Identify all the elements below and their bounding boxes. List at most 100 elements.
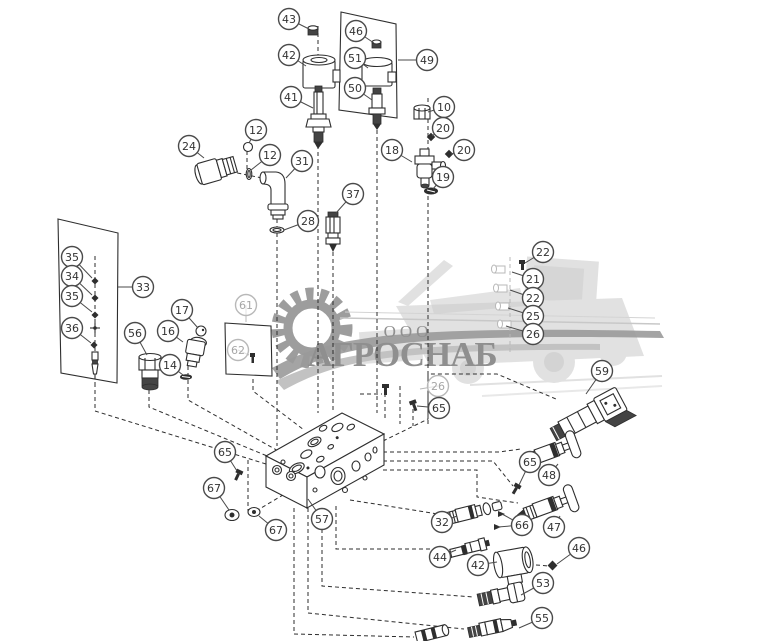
- callout-label: 48: [542, 469, 556, 482]
- callout-35: 35: [60, 284, 93, 313]
- assembly-box-62: [224, 322, 273, 377]
- callout-label: 49: [420, 54, 434, 67]
- callout-label: 21: [526, 273, 540, 286]
- part-ball-12a: [242, 141, 254, 153]
- part-oring-28: [269, 226, 285, 234]
- callout-label: 65: [432, 402, 446, 415]
- part-nut-10: [413, 104, 431, 120]
- callout-label: 59: [595, 365, 609, 378]
- callout-53: 53: [520, 571, 555, 596]
- callout-label: 24: [182, 140, 196, 153]
- callout-65: 65: [416, 396, 451, 420]
- callout-label: 42: [471, 559, 485, 572]
- callout-label: 43: [282, 13, 296, 26]
- watermark-org-name: АГРОСНАБ: [307, 335, 496, 374]
- part-fitting-24: [194, 155, 239, 186]
- callout-label: 33: [136, 281, 150, 294]
- callout-34: 34: [60, 264, 93, 296]
- callout-label: 12: [263, 149, 277, 162]
- callout-46: 46: [344, 19, 375, 44]
- callout-28: 28: [283, 209, 320, 233]
- callout-label: 25: [526, 310, 540, 323]
- callout-label: 19: [436, 171, 450, 184]
- callout-label: 53: [536, 577, 550, 590]
- callout-56: 56: [123, 321, 148, 356]
- callout-22: 22: [524, 240, 555, 264]
- part-oring-14: [180, 374, 192, 380]
- callout-label: 16: [161, 325, 175, 338]
- callout-21: 21: [511, 267, 545, 291]
- callout-label: 61: [239, 299, 253, 312]
- callout-label: 22: [526, 292, 540, 305]
- part-nut-46: [371, 39, 382, 49]
- callout-label: 34: [65, 270, 79, 283]
- callout-12: 12: [244, 118, 268, 144]
- part-valve-41: [305, 85, 332, 149]
- callout-label: 41: [284, 91, 298, 104]
- callout-66: 66: [497, 513, 534, 537]
- callout-label: 47: [547, 521, 561, 534]
- part-nut-46b: [547, 560, 558, 571]
- callout-55: 55: [518, 606, 554, 630]
- callout-label: 35: [65, 251, 79, 264]
- callout-label: 22: [536, 246, 550, 259]
- parts: [90, 25, 637, 641]
- callout-label: 35: [65, 290, 79, 303]
- callout-47: 47: [542, 515, 566, 539]
- part-screw-22: [519, 260, 525, 270]
- callout-50: 50: [343, 76, 373, 101]
- callout-42: 42: [466, 553, 498, 577]
- callout-label: 56: [128, 327, 142, 340]
- callout-22: 22: [509, 286, 545, 310]
- part-cartridge-55: [467, 618, 518, 638]
- callout-label: 67: [269, 524, 283, 537]
- part-screw-65a: [382, 384, 389, 395]
- callout-label: 42: [282, 49, 296, 62]
- callout-label: 31: [295, 155, 309, 168]
- callout-48: 48: [537, 463, 561, 487]
- part-valve-block-57: [264, 412, 386, 509]
- callout-12: 12: [250, 143, 282, 171]
- callout-26: 26: [419, 374, 450, 398]
- callout-19: 19: [431, 165, 455, 190]
- part-washer-20b: [444, 149, 454, 159]
- callout-24: 24: [177, 134, 205, 159]
- callout-43: 43: [277, 7, 310, 31]
- callout-14: 14: [158, 353, 184, 377]
- part-seal-66b: [494, 524, 501, 530]
- callout-label: 65: [218, 446, 232, 459]
- callout-label: 14: [163, 359, 177, 372]
- part-screw-62: [250, 353, 255, 363]
- callout-42: 42: [277, 43, 307, 67]
- part-nut-43: [307, 25, 319, 36]
- part-solenoid-valve-59: [549, 387, 637, 442]
- callout-label: 46: [349, 25, 363, 38]
- callout-33: 33: [118, 275, 155, 299]
- watermark-org-prefix: ООО: [384, 322, 433, 341]
- callout-label: 65: [523, 456, 537, 469]
- callout-label: 36: [65, 322, 79, 335]
- callout-label: 26: [526, 328, 540, 341]
- part-seal-66a: [498, 511, 505, 517]
- part-valve-50: [368, 87, 386, 130]
- callout-67: 67: [202, 476, 230, 511]
- callout-65: 65: [213, 440, 238, 472]
- callout-62: 62: [226, 338, 250, 362]
- part-screw-65c: [234, 468, 244, 481]
- callout-label: 37: [346, 188, 360, 201]
- callout-label: 28: [301, 215, 315, 228]
- part-screw-65d: [511, 482, 522, 495]
- callout-label: 57: [315, 513, 329, 526]
- callout-label: 46: [572, 542, 586, 555]
- callout-label: 66: [515, 519, 529, 532]
- callout-37: 37: [335, 182, 365, 214]
- part-column-21-26: [491, 264, 512, 329]
- callout-59: 59: [585, 359, 614, 395]
- callout-65: 65: [518, 450, 542, 486]
- callout-10: 10: [427, 95, 456, 119]
- part-fitting-16: [185, 336, 207, 368]
- part-stack-33: [90, 277, 100, 379]
- part-coil-42: [302, 54, 341, 89]
